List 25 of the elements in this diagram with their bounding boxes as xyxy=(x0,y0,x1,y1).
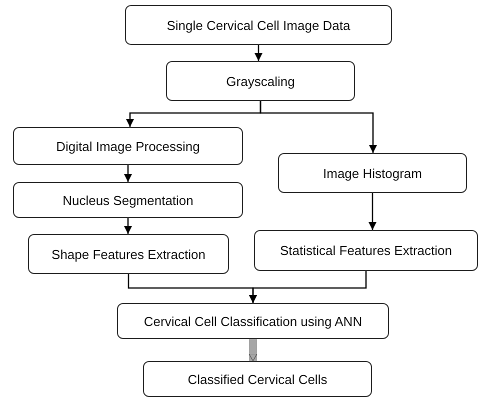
process-box xyxy=(125,5,392,45)
box-label: Classified Cervical Cells xyxy=(188,372,328,386)
arrow xyxy=(124,165,132,182)
box-label: Image Histogram xyxy=(323,166,422,180)
arrow xyxy=(254,45,262,61)
box-label: Single Cervical Cell Image Data xyxy=(166,18,350,32)
box-label: Grayscaling xyxy=(226,74,295,88)
arrow xyxy=(124,218,132,234)
box-label: Statistical Features Extraction xyxy=(280,243,452,258)
box-label: Nucleus Segmentation xyxy=(62,192,194,208)
block-arrow xyxy=(248,339,258,362)
process-box xyxy=(117,303,389,339)
process-box xyxy=(254,230,478,271)
process-box xyxy=(166,61,355,101)
process-box xyxy=(13,182,243,218)
process-box xyxy=(143,361,372,397)
arrow xyxy=(368,193,376,230)
process-box xyxy=(13,127,243,165)
process-box xyxy=(28,234,229,274)
arrow xyxy=(260,101,377,153)
box-label: Shape Features Extraction xyxy=(52,246,206,262)
arrow xyxy=(249,271,367,303)
box-label: Digital Image Processing xyxy=(56,138,200,154)
box-label: Cervical Cell Classification using ANN xyxy=(144,314,362,328)
process-box xyxy=(278,153,467,193)
